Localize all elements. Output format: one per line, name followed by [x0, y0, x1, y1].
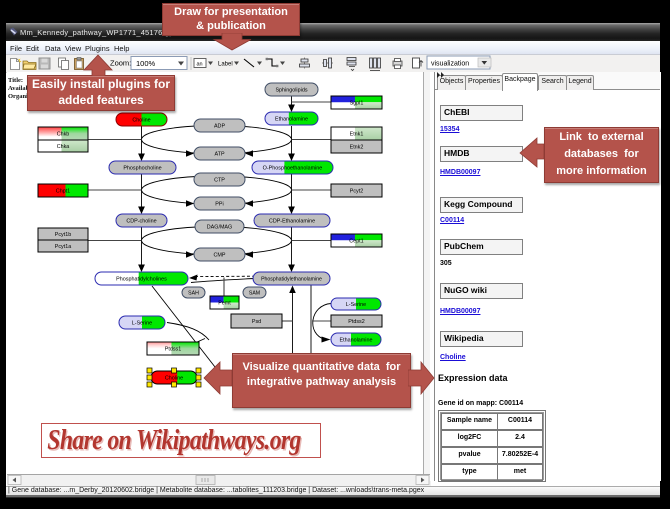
svg-text:Chpt1: Chpt1	[56, 189, 70, 195]
svg-text:Pcyt2: Pcyt2	[350, 189, 363, 195]
svg-text:visualization: visualization	[431, 61, 469, 68]
svg-text:Phosphatidylcholines: Phosphatidylcholines	[116, 276, 167, 282]
svg-text:CDP-choline: CDP-choline	[126, 218, 156, 224]
svg-text:CMP: CMP	[214, 252, 226, 258]
svg-text:Chka: Chka	[57, 144, 70, 150]
svg-text:Pcyt1a: Pcyt1a	[55, 244, 71, 250]
svg-text:CDP-Ethanolamine: CDP-Ethanolamine	[269, 218, 315, 224]
svg-text:Label: Label	[218, 62, 233, 68]
svg-text:Chkb: Chkb	[57, 132, 70, 138]
svg-text:Psd: Psd	[252, 319, 261, 325]
svg-text:Choline: Choline	[132, 117, 150, 123]
svg-text:Sphingolipids: Sphingolipids	[275, 87, 307, 93]
svg-text:O-Phosphoethanolamine: O-Phosphoethanolamine	[263, 165, 323, 171]
svg-text:an: an	[197, 62, 203, 68]
svg-text:Etnk1: Etnk1	[350, 132, 364, 138]
svg-text:Cept1: Cept1	[349, 239, 363, 245]
svg-text:ATP: ATP	[214, 151, 224, 157]
svg-text:Sgpl1: Sgpl1	[350, 101, 364, 107]
svg-text:Etnk2: Etnk2	[350, 145, 364, 151]
svg-text:L-Serine: L-Serine	[346, 302, 366, 308]
svg-text:Pcyt1b: Pcyt1b	[55, 232, 71, 238]
svg-text:Phosphatidylethanolamine: Phosphatidylethanolamine	[261, 276, 322, 282]
svg-text:Zoom:: Zoom:	[110, 59, 131, 68]
svg-text:Pemt: Pemt	[218, 301, 231, 307]
svg-text:Ethanolamine: Ethanolamine	[275, 116, 308, 122]
svg-text:DAG/MAG: DAG/MAG	[207, 224, 232, 230]
svg-text:Choline: Choline	[165, 376, 183, 382]
svg-text:CTP: CTP	[214, 177, 225, 183]
svg-text:SAH: SAH	[188, 290, 199, 296]
svg-text:Ptdss1: Ptdss1	[165, 347, 181, 353]
svg-text:PPi: PPi	[215, 201, 223, 207]
svg-text:ADP: ADP	[214, 123, 225, 129]
svg-text:SAM: SAM	[249, 290, 260, 296]
svg-text:Ethanolamine: Ethanolamine	[340, 337, 373, 343]
svg-text:Ptdss2: Ptdss2	[348, 319, 364, 325]
svg-text:Phosphocholine: Phosphocholine	[123, 165, 161, 171]
svg-text:100%: 100%	[136, 59, 156, 68]
svg-text:L-Serine: L-Serine	[132, 320, 152, 326]
